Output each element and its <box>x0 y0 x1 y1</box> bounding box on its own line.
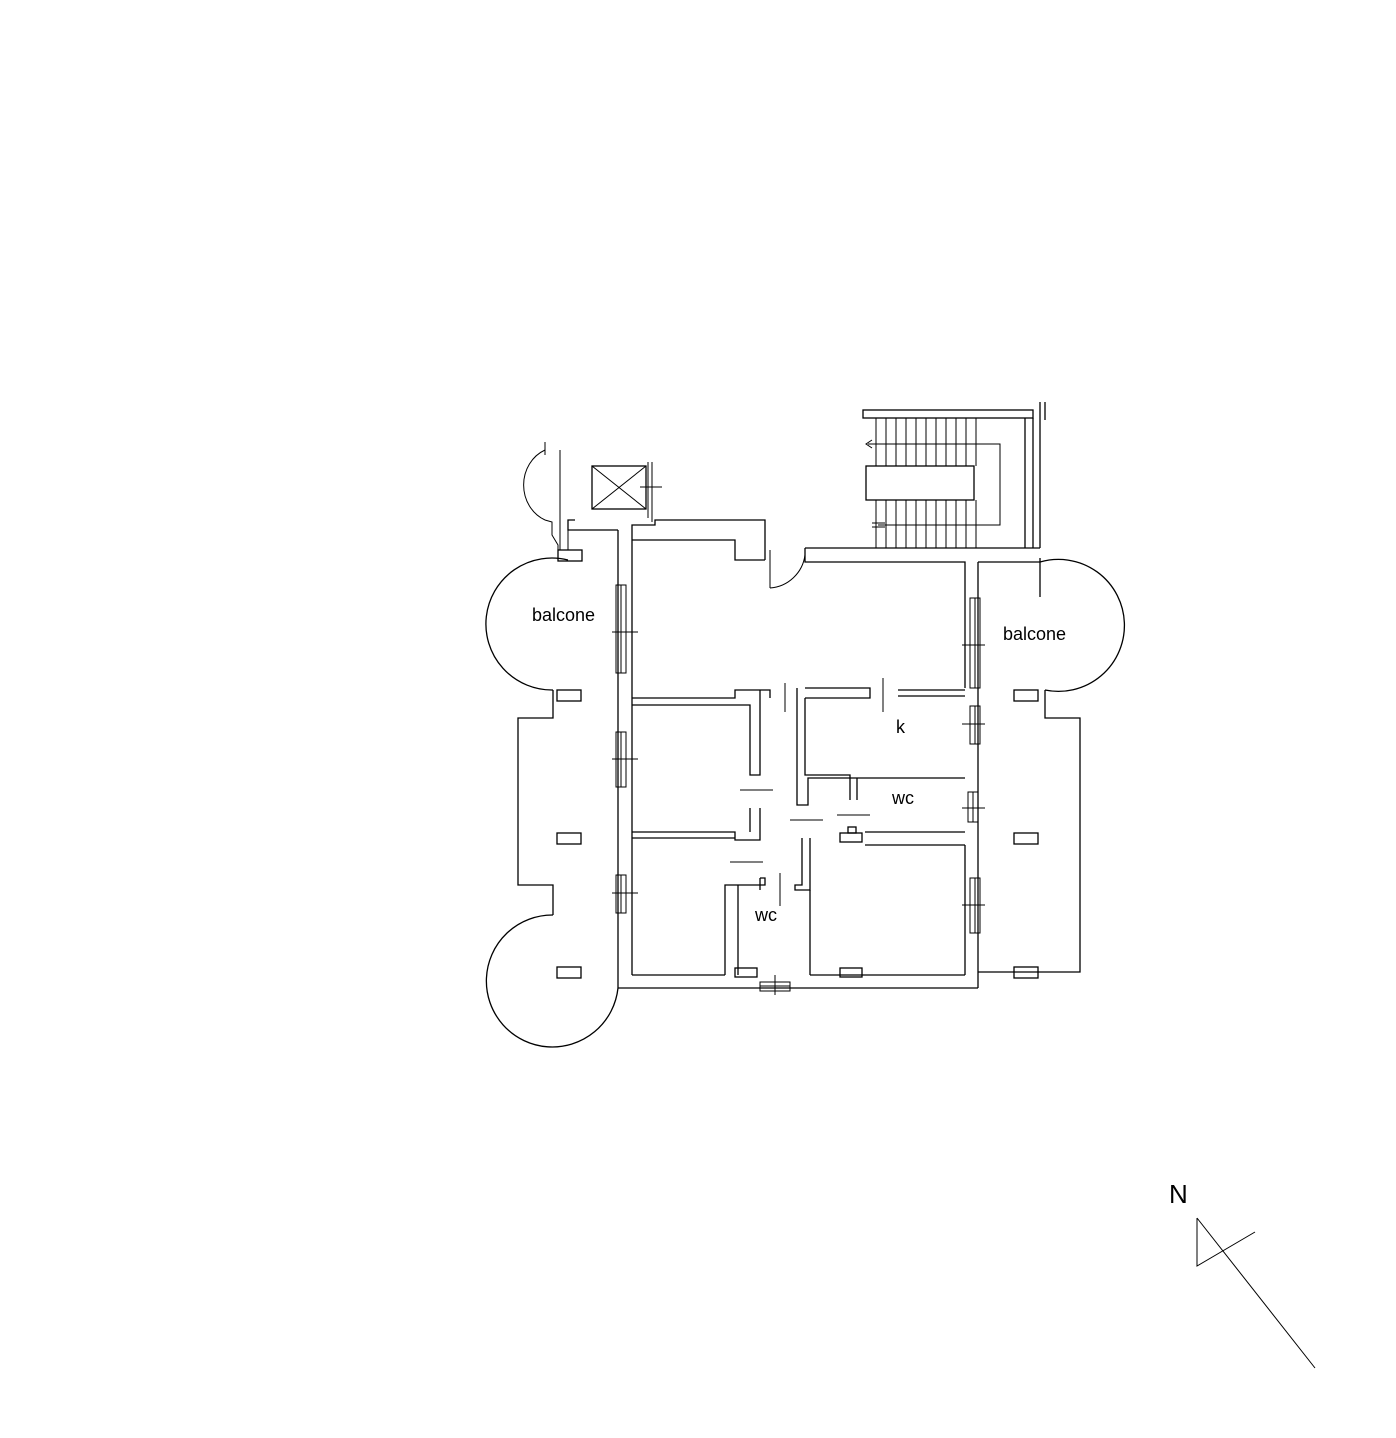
north-arrow: N <box>1169 1179 1316 1369</box>
right-balcony-outline <box>978 558 1126 979</box>
north-label: N <box>1169 1179 1188 1209</box>
exterior-door-top-left <box>523 442 569 552</box>
interior-walls <box>632 678 965 978</box>
entry-door <box>769 550 806 589</box>
staircase <box>862 402 1046 548</box>
windows <box>612 584 985 995</box>
left-balcony-outline <box>485 549 619 1048</box>
wc-upper-label: wc <box>891 788 914 808</box>
wc-lower-label: wc <box>754 905 777 925</box>
shaft-box <box>591 462 662 522</box>
kitchen-label: k <box>896 717 906 737</box>
balcone-right-label: balcone <box>1003 624 1066 644</box>
exterior-walls <box>567 519 1040 989</box>
room-labels: balcone balcone k wc wc <box>532 605 1066 925</box>
balcone-left-label: balcone <box>532 605 595 625</box>
